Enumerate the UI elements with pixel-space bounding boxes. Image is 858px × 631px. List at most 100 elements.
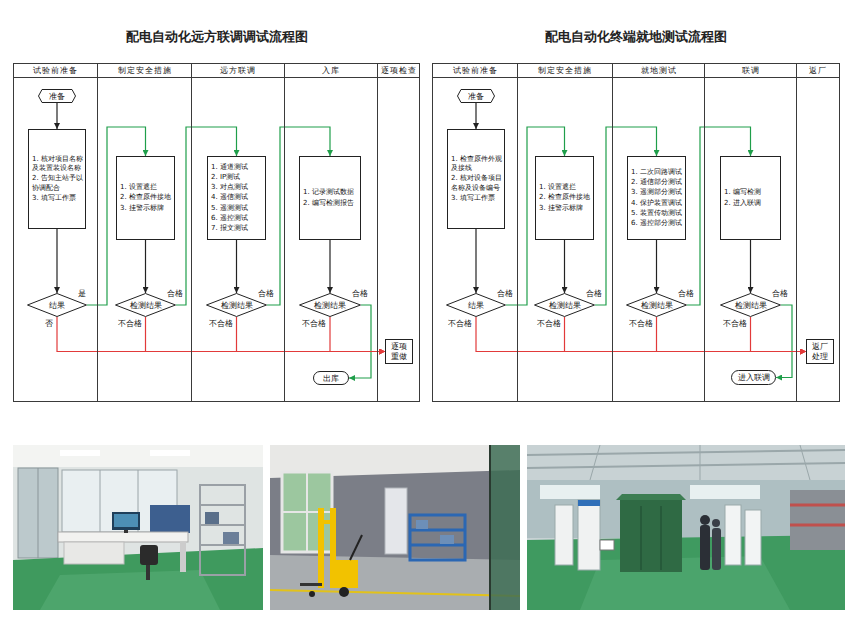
swimlane: 就地测试 1. 二次回路调试2. 通信部分测试3. 遥测部分测试 4. 保护装置调试… — [613, 64, 705, 401]
flow-connector — [751, 317, 807, 352]
step-text: 2. 编写检测报告 — [303, 199, 359, 208]
edge-label: 不合格 — [447, 319, 473, 328]
decision-text: 结果 — [468, 300, 484, 311]
flow-connector — [776, 305, 792, 378]
outline-path — [458, 90, 495, 103]
step-text: 2. 告知主站予以协调配合 — [32, 174, 84, 192]
rework-box: 逐项重做 — [385, 339, 413, 364]
process-box: 1. 核对项目名称及装置装设名称2. 告知主站予以协调配合3. 填写工作票 — [28, 129, 86, 229]
flow-connector — [236, 240, 237, 293]
lane-header: 试验前准备 — [433, 64, 517, 78]
flow-connector — [56, 229, 57, 293]
flow-connector — [565, 317, 807, 352]
edge-label: 是 — [77, 289, 87, 298]
terminal-text: 出库 — [323, 373, 339, 384]
decision-text: 检测结果 — [221, 300, 253, 311]
terminal-text: 进入联调 — [738, 372, 770, 383]
outline-path — [116, 294, 176, 317]
lane-header: 制定安全措施 — [98, 64, 191, 78]
swimlane: 远方联调 1. 通道测试2. IP测试3. 对点测试4. 遥信测试5. 遥测测试6… — [192, 64, 285, 401]
swimlane: 逐项检查逐项重做 — [378, 64, 419, 401]
process-box: 1. 检查原件外观及接线2. 核对设备项目名称及设备编号3. 填写工作票 — [447, 129, 505, 229]
edge-label: 合格 — [677, 289, 695, 298]
test-hall-photo — [527, 445, 845, 610]
flow-connector — [237, 317, 386, 352]
outline-path — [447, 294, 506, 317]
flow-connector — [57, 317, 385, 352]
outline-path — [28, 294, 87, 317]
start-terminal: 准备 — [457, 89, 495, 103]
step-text: 2. 核对设备项目名称及设备编号 — [451, 174, 503, 192]
edge-label: 合格 — [166, 289, 184, 298]
edge-label: 不合格 — [722, 319, 748, 328]
edge-label: 合格 — [585, 289, 603, 298]
terminal-text: 准备 — [49, 91, 65, 102]
swimlane: 试验前准备准备1. 核对项目名称及装置装设名称2. 告知主站予以协调配合3. 填… — [14, 64, 98, 401]
outline-path — [535, 294, 595, 317]
step-text: 1. 编写检测 — [724, 188, 779, 197]
decision-text: 检测结果 — [549, 300, 581, 311]
edge-label: 合格 — [351, 289, 369, 298]
flow-connector — [330, 317, 385, 352]
step-text: 6. 遥控部分测试 — [631, 219, 684, 228]
edge-label: 合格 — [257, 289, 275, 298]
step-text: 3. 填写工作票 — [451, 194, 503, 203]
flow-connector — [329, 240, 330, 293]
step-text: 1. 设置遮拦 — [539, 183, 592, 192]
process-box: 1. 记录测试数据2. 编写检测报告 — [299, 156, 361, 240]
flow-connector — [475, 103, 476, 129]
chart-frame: 配电自动化终端就地测试流程图试验前准备准备1. 检查原件外观及接线2. 核对设备… — [432, 63, 840, 402]
step-text: 4. 保护装置调试 — [631, 199, 684, 208]
flow-connector — [475, 229, 476, 293]
edge-label: 不合格 — [117, 319, 143, 328]
lane-header: 远方联调 — [192, 64, 284, 78]
lab-room-photo — [13, 445, 263, 610]
chart-title: 配电自动化远方联调调试流程图 — [14, 29, 419, 45]
process-box: 1. 编写检测 2. 进入联调 — [720, 156, 781, 240]
flow-connector — [564, 240, 565, 293]
edge-label: 不合格 — [208, 319, 234, 328]
outline-path — [300, 294, 361, 317]
process-box: 1. 通道测试2. IP测试3. 对点测试4. 遥信测试5. 遥测测试6. 遥控… — [207, 156, 266, 240]
step-text: 3. 挂警示标牌 — [539, 204, 592, 213]
step-text: 3. 遥测部分测试 — [631, 188, 684, 197]
lane-header: 就地测试 — [613, 64, 704, 78]
step-text: 1. 二次回路调试 — [631, 168, 684, 177]
step-text: 2. 进入联调 — [724, 199, 779, 208]
outline-path — [721, 294, 781, 317]
edge-label: 不合格 — [628, 319, 654, 328]
start-terminal: 准备 — [38, 89, 76, 103]
terminal-text: 准备 — [468, 91, 484, 102]
edge-label: 否 — [44, 319, 54, 328]
chart-title: 配电自动化终端就地测试流程图 — [433, 29, 839, 45]
swimlane: 返厂返厂处理 — [797, 64, 839, 401]
flow-connector — [476, 317, 806, 352]
swimlane: 入库1. 记录测试数据2. 编写检测报告检测结果出库 — [285, 64, 378, 401]
decision-text: 检测结果 — [130, 300, 162, 311]
process-box: 1. 设置遮拦2. 检查原件接地3. 挂警示标牌 — [116, 156, 175, 240]
box-text: 逐项重做 — [390, 342, 408, 361]
flow-connector — [56, 103, 57, 129]
step-text: 5. 装置传动测试 — [631, 209, 684, 218]
step-text: 1. 设置遮拦 — [120, 183, 173, 192]
lane-header: 逐项检查 — [378, 64, 419, 78]
step-text: 2. 检查原件接地 — [120, 193, 173, 202]
decision-text: 检测结果 — [641, 300, 673, 311]
step-text: 4. 遥信测试 — [211, 193, 264, 202]
edge-label: 合格 — [771, 289, 789, 298]
flow-connector — [146, 317, 386, 352]
step-text: 2. 通信部分测试 — [631, 178, 684, 187]
process-box: 1. 二次回路调试2. 通信部分测试3. 遥测部分测试 4. 保护装置调试5. 装… — [627, 156, 686, 240]
flow-connector — [349, 305, 371, 378]
flow-connector — [657, 317, 807, 352]
step-text: 2. IP测试 — [211, 173, 264, 182]
outline-path — [39, 90, 76, 103]
flow-connector — [656, 240, 657, 293]
flow-connector — [750, 240, 751, 293]
step-text: 6. 遥控测试 — [211, 214, 264, 223]
step-text: 7. 报文测试 — [211, 224, 264, 233]
box-text: 返厂处理 — [811, 342, 829, 361]
